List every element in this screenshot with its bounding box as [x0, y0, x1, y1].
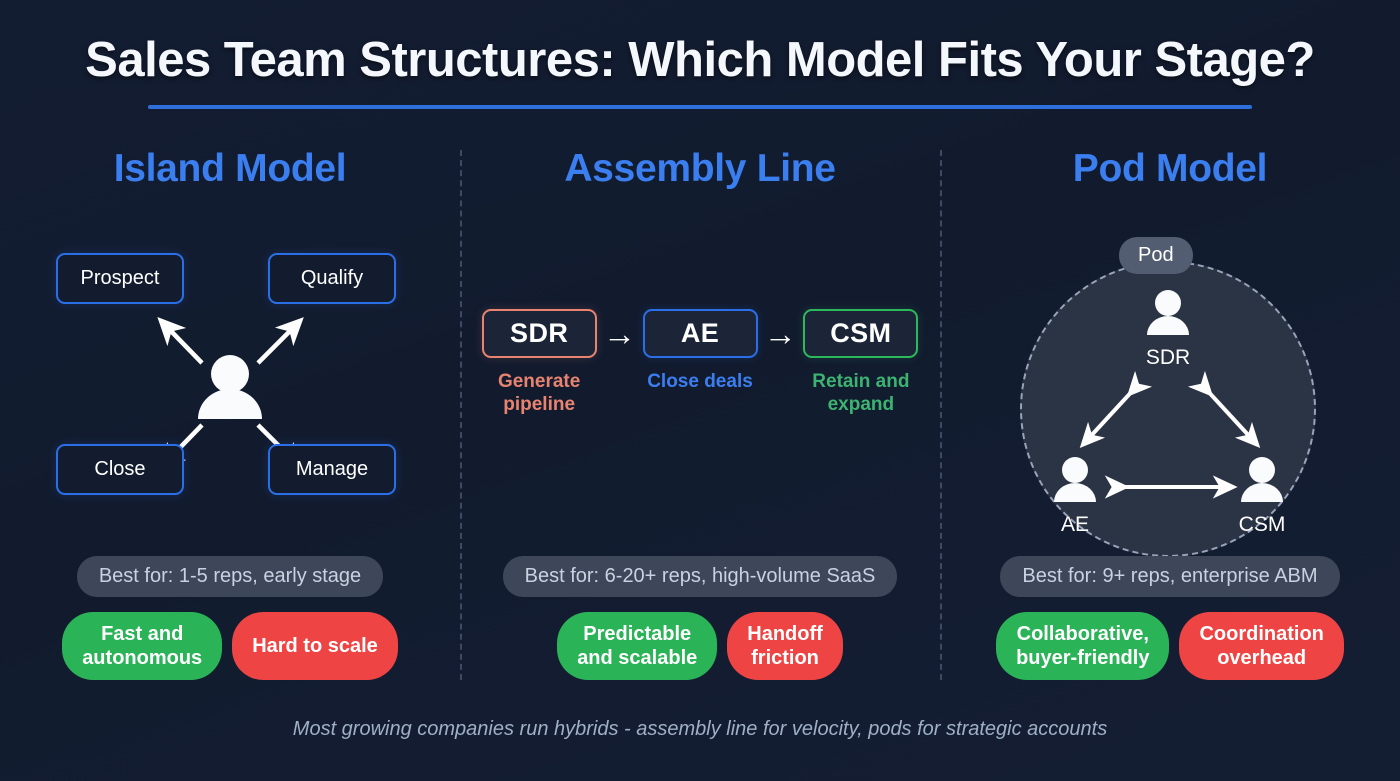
island-node-label: Qualify — [300, 266, 364, 289]
assembly-role-box-ae[interactable]: AE — [642, 308, 758, 358]
best-for-slot-pod: Best for: 9+ reps, enterprise ABM — [950, 556, 1390, 597]
island-diagram: Prospect Qualify Close Manage — [10, 252, 450, 533]
con-tag-pod: Coordination overhead — [1179, 612, 1344, 680]
assembly-caption-csm: Retain and expand — [812, 370, 910, 416]
pro-tag-assembly: Predictable and scalable — [557, 612, 718, 680]
column-pod-model: Pod Model Pod — [950, 147, 1390, 557]
column-assembly-line: Assembly Line SDR Generate pipeline → AE… — [480, 147, 920, 416]
assembly-role-box-csm[interactable]: CSM — [803, 308, 919, 358]
assembly-caption-sdr: Generate pipeline — [497, 370, 581, 416]
assembly-role-label: CSM — [830, 317, 892, 348]
pod-member-ae[interactable]: AE — [1030, 454, 1120, 537]
page-title: Sales Team Structures: Which Model Fits … — [85, 33, 1315, 87]
person-icon — [1147, 289, 1189, 335]
best-for-slot-assembly: Best for: 6-20+ reps, high-volume SaaS — [480, 556, 920, 597]
column-island-model: Island Model Pros — [10, 147, 450, 533]
island-center-graphic — [157, 316, 304, 471]
island-node-label: Manage — [295, 457, 369, 480]
person-icon — [1241, 456, 1283, 502]
pod-member-label: CSM — [1238, 512, 1286, 536]
best-for-pill-assembly: Best for: 6-20+ reps, high-volume SaaS — [502, 556, 898, 597]
best-for-pill-pod: Best for: 9+ reps, enterprise ABM — [1000, 556, 1340, 597]
footer-note: Most growing companies run hybrids - ass… — [292, 718, 1108, 740]
pod-diagram: Pod — [950, 219, 1390, 557]
tags-slot-pod: Collaborative, buyer-friendly Coordinati… — [950, 612, 1390, 680]
assembly-caption-ae: Close deals — [647, 370, 753, 392]
con-tag-assembly: Handoff friction — [727, 612, 843, 680]
pro-tag-island: Fast and autonomous — [62, 612, 223, 680]
pod-arrow-graphic — [1079, 370, 1261, 499]
best-for-row: Best for: 1-5 reps, early stage Best for… — [0, 556, 1400, 597]
island-node-close[interactable]: Close — [56, 443, 184, 495]
column-title-pod: Pod Model — [1072, 147, 1268, 190]
person-icon — [198, 354, 262, 419]
pod-badge: Pod — [1119, 236, 1193, 274]
assembly-role-label: SDR — [510, 317, 569, 348]
best-for-pill-island: Best for: 1-5 reps, early stage — [76, 556, 384, 597]
flow-arrow-icon: → — [763, 314, 797, 352]
column-divider-right — [940, 150, 942, 680]
assembly-diagram: SDR Generate pipeline → AE Close deals →… — [480, 308, 920, 416]
assembly-stage-ae: AE Close deals — [641, 308, 759, 393]
assembly-stage-sdr: SDR Generate pipeline — [480, 308, 598, 416]
pod-member-label: SDR — [1145, 345, 1191, 369]
column-divider-left — [460, 150, 462, 680]
island-node-label: Close — [94, 457, 146, 480]
assembly-role-box-sdr[interactable]: SDR — [481, 308, 597, 358]
title-block: Sales Team Structures: Which Model Fits … — [0, 34, 1400, 109]
pro-tag-pod: Collaborative, buyer-friendly — [996, 612, 1170, 680]
tags-slot-assembly: Predictable and scalable Handoff frictio… — [480, 612, 920, 680]
tags-slot-island: Fast and autonomous Hard to scale — [10, 612, 450, 680]
column-title-island: Island Model — [113, 147, 347, 190]
column-title-assembly: Assembly Line — [564, 147, 836, 190]
pod-member-csm[interactable]: CSM — [1217, 454, 1307, 537]
pod-member-sdr[interactable]: SDR — [1123, 287, 1213, 370]
assembly-role-label: AE — [680, 317, 720, 348]
title-underline — [148, 104, 1252, 109]
island-node-manage[interactable]: Manage — [268, 443, 396, 495]
island-node-qualify[interactable]: Qualify — [268, 252, 396, 304]
con-tag-island: Hard to scale — [232, 612, 398, 680]
island-node-prospect[interactable]: Prospect — [56, 252, 184, 304]
person-icon — [1054, 456, 1096, 502]
flow-arrow-icon: → — [603, 314, 637, 352]
best-for-slot-island: Best for: 1-5 reps, early stage — [10, 556, 450, 597]
pros-cons-row: Fast and autonomous Hard to scale Predic… — [0, 612, 1400, 680]
pod-member-label: AE — [1060, 512, 1089, 536]
island-node-label: Prospect — [80, 266, 160, 289]
assembly-stage-csm: CSM Retain and expand — [802, 308, 920, 416]
